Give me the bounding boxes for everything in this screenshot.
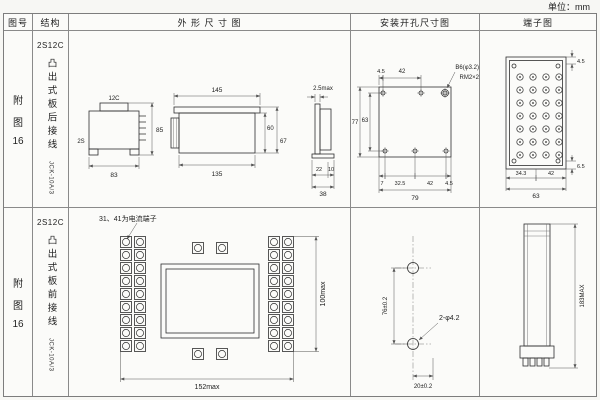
terminal-side-view: 183MAX bbox=[519, 223, 586, 369]
dim-10: 10 bbox=[328, 167, 334, 173]
dim-42-top: 42 bbox=[399, 69, 406, 75]
model-code: JCK-10A/3 bbox=[47, 337, 54, 372]
dim-79: 79 bbox=[411, 195, 419, 202]
dim-6-5: 6.5 bbox=[577, 164, 585, 170]
mounting-plate bbox=[378, 86, 452, 158]
note-current-terminals: 31、41为电流端子 bbox=[99, 214, 157, 223]
dim-85: 85 bbox=[156, 127, 164, 134]
mounting-holes-drawing-front: 76±0.2 2-φ4.2 20±0.2 bbox=[383, 236, 460, 390]
outline-cell-row1: 12C 2S 83 85 145 1 bbox=[69, 31, 351, 208]
fig-char: 附 bbox=[13, 95, 23, 107]
dim-22: 22 bbox=[316, 167, 322, 173]
relay-side-view bbox=[311, 103, 335, 159]
dim-4-5-top: 4.5 bbox=[377, 69, 385, 75]
relay-body-front bbox=[160, 263, 260, 339]
terminal-strips bbox=[120, 236, 294, 360]
header-mounting-holes: 安装开孔尺寸图 bbox=[351, 14, 480, 31]
outline-cell-row2: 31、41为电流端子 bbox=[69, 208, 351, 396]
dim-4-5-bottom: 4.5 bbox=[445, 181, 453, 187]
dim-152max: 152max bbox=[195, 384, 220, 391]
fig-no-cell-row2: 附 图 16 bbox=[4, 208, 33, 396]
spec-table: 图号 结构 外 形 尺 寸 图 安装开孔尺寸图 端子图 附 图 16 2S12C… bbox=[3, 13, 597, 397]
dim-100max: 100max bbox=[320, 281, 327, 306]
mounting-holes-drawing-rear: 4.5 42 B6(φ3.2) RM2×2 77 63 7 32.5 42 4.… bbox=[352, 65, 479, 202]
dim-67: 67 bbox=[280, 139, 287, 145]
model-label: 2S12C bbox=[37, 218, 64, 227]
dim-145: 145 bbox=[212, 87, 223, 94]
structure-cell-row1: 2S12C 凸出式板后接线 JCK-10A/3 bbox=[33, 31, 69, 208]
unit-label: 单位：mm bbox=[548, 2, 590, 12]
label-2s: 2S bbox=[77, 139, 84, 145]
label-2-phi-4-2: 2-φ4.2 bbox=[439, 315, 460, 322]
mounting-holes bbox=[407, 262, 419, 350]
model-label: 2S12C bbox=[37, 41, 64, 50]
dim-83: 83 bbox=[110, 172, 118, 179]
fig-no-cell-row1: 附 图 16 bbox=[4, 31, 33, 208]
dim-38: 38 bbox=[319, 191, 327, 198]
dim-2-5max: 2.5max bbox=[313, 86, 333, 92]
dim-76: 76±0.2 bbox=[383, 296, 389, 315]
dim-20: 20±0.2 bbox=[414, 384, 433, 390]
terminal-diagram-rear: 4.5 6.5 34.3 42 63 bbox=[505, 50, 585, 200]
header-structure: 结构 bbox=[33, 14, 69, 31]
dim-32-5: 32.5 bbox=[395, 181, 406, 187]
header-outline-dims: 外 形 尺 寸 图 bbox=[69, 14, 351, 31]
fig-char: 图 bbox=[13, 300, 23, 312]
dim-63: 63 bbox=[362, 118, 369, 124]
relay-front-view bbox=[170, 106, 261, 154]
structure-desc: 凸出式板后接线 bbox=[45, 58, 57, 153]
mounting-cell-row1: 4.5 42 B6(φ3.2) RM2×2 77 63 7 32.5 42 4.… bbox=[351, 31, 480, 208]
outline-drawing-front-wiring: 31、41为电流端子 bbox=[99, 214, 327, 391]
dim-77: 77 bbox=[352, 120, 359, 126]
dim-4-5: 4.5 bbox=[577, 59, 585, 65]
dim-42-bottom: 42 bbox=[427, 181, 433, 187]
fig-number: 16 bbox=[12, 318, 24, 330]
terminal-cell-row2: 183MAX bbox=[480, 208, 596, 396]
dim-135: 135 bbox=[212, 171, 223, 178]
dim-60: 60 bbox=[267, 126, 274, 132]
fig-char: 附 bbox=[13, 278, 23, 290]
label-b6-hole: B6(φ3.2) bbox=[455, 65, 479, 71]
dim-42: 42 bbox=[548, 171, 554, 177]
dim-7: 7 bbox=[380, 181, 383, 187]
relay-side-profile bbox=[519, 223, 555, 367]
terminal-cell-row1: 4.5 6.5 34.3 42 63 bbox=[480, 31, 596, 208]
dim-63: 63 bbox=[532, 193, 540, 200]
structure-cell-row2: 2S12C 凸出式板前接线 JCK-10A/3 bbox=[33, 208, 69, 396]
terminal-grid bbox=[516, 73, 563, 159]
relay-socket-view bbox=[88, 102, 146, 156]
header-fig-no: 图号 bbox=[4, 14, 33, 31]
header-terminal-diagram: 端子图 bbox=[480, 14, 596, 31]
dim-183max: 183MAX bbox=[580, 284, 586, 307]
label-12c: 12C bbox=[108, 96, 120, 102]
fig-char: 图 bbox=[13, 117, 23, 129]
outline-drawing-rear-wiring: 12C 2S 83 85 145 1 bbox=[77, 86, 335, 198]
fig-number: 16 bbox=[12, 135, 24, 147]
model-code: JCK-10A/3 bbox=[47, 160, 54, 195]
label-rm2x2: RM2×2 bbox=[459, 75, 479, 81]
structure-desc: 凸出式板前接线 bbox=[45, 235, 57, 330]
dim-34-3: 34.3 bbox=[516, 171, 527, 177]
mounting-cell-row2: 76±0.2 2-φ4.2 20±0.2 bbox=[351, 208, 480, 396]
